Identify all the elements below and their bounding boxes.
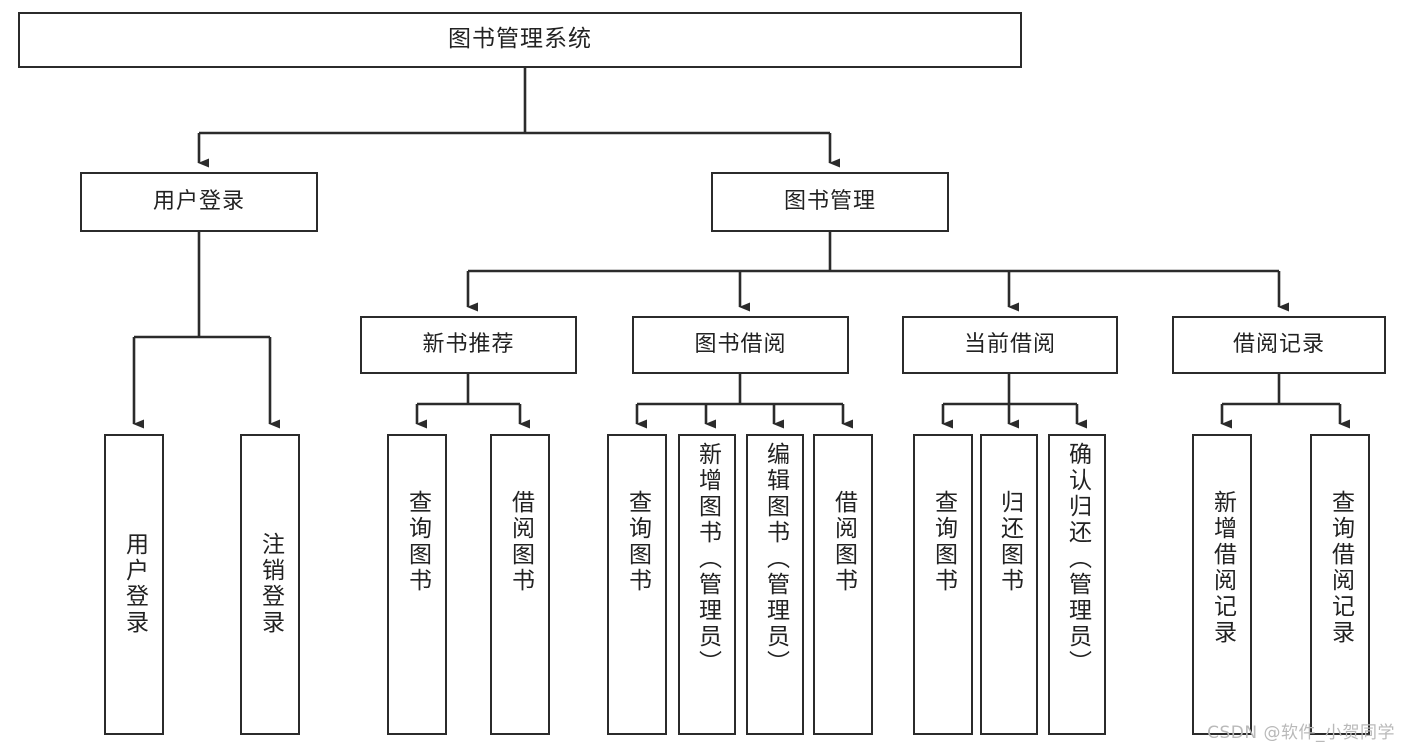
node-label: 当前借阅 [963,332,1056,358]
node-leaf-borrow-book-1[interactable]: 借阅图书 [490,434,550,735]
node-leaf-confirm-return[interactable]: 确认归还（管理员） [1048,434,1106,735]
node-leaf-query-book-3[interactable]: 查询图书 [913,434,973,735]
node-borrow-record[interactable]: 借阅记录 [1172,316,1386,374]
node-new-book-recommend[interactable]: 新书推荐 [360,316,577,374]
node-label: 新书推荐 [422,332,515,358]
node-leaf-query-book-1[interactable]: 查询图书 [387,434,447,735]
node-leaf-add-book[interactable]: 新增图书（管理员） [678,434,736,735]
node-leaf-return-book[interactable]: 归还图书 [980,434,1038,735]
node-label: 图书管理 [783,189,876,215]
node-label: 查询借阅记录 [1327,490,1354,646]
node-leaf-query-record[interactable]: 查询借阅记录 [1310,434,1370,735]
node-label: 借阅图书 [507,490,534,594]
node-label: 归还图书 [996,490,1023,594]
node-label: 图书管理系统 [448,26,592,53]
node-label: 借阅记录 [1232,332,1325,358]
node-root-book-management-system[interactable]: 图书管理系统 [18,12,1022,68]
node-label: 注销登录 [257,532,284,636]
node-label: 用户登录 [121,532,148,636]
node-user-login[interactable]: 用户登录 [80,172,318,232]
node-leaf-user-login[interactable]: 用户登录 [104,434,164,735]
node-leaf-borrow-book-2[interactable]: 借阅图书 [813,434,873,735]
node-leaf-query-book-2[interactable]: 查询图书 [607,434,667,735]
node-label: 新增图书（管理员） [694,442,721,676]
node-label: 查询图书 [624,490,651,594]
node-label: 编辑图书（管理员） [762,442,789,676]
node-current-borrow[interactable]: 当前借阅 [902,316,1118,374]
node-label: 借阅图书 [830,490,857,594]
node-label: 新增借阅记录 [1209,490,1236,646]
node-label: 查询图书 [930,490,957,594]
node-leaf-user-logout[interactable]: 注销登录 [240,434,300,735]
node-leaf-edit-book[interactable]: 编辑图书（管理员） [746,434,804,735]
node-book-borrow[interactable]: 图书借阅 [632,316,849,374]
node-label: 确认归还（管理员） [1064,442,1091,676]
node-leaf-add-record[interactable]: 新增借阅记录 [1192,434,1252,735]
node-label: 查询图书 [404,490,431,594]
node-label: 用户登录 [152,189,245,215]
node-label: 图书借阅 [694,332,787,358]
node-book-management[interactable]: 图书管理 [711,172,949,232]
watermark: CSDN @软件_小贺同学 [1207,723,1395,743]
